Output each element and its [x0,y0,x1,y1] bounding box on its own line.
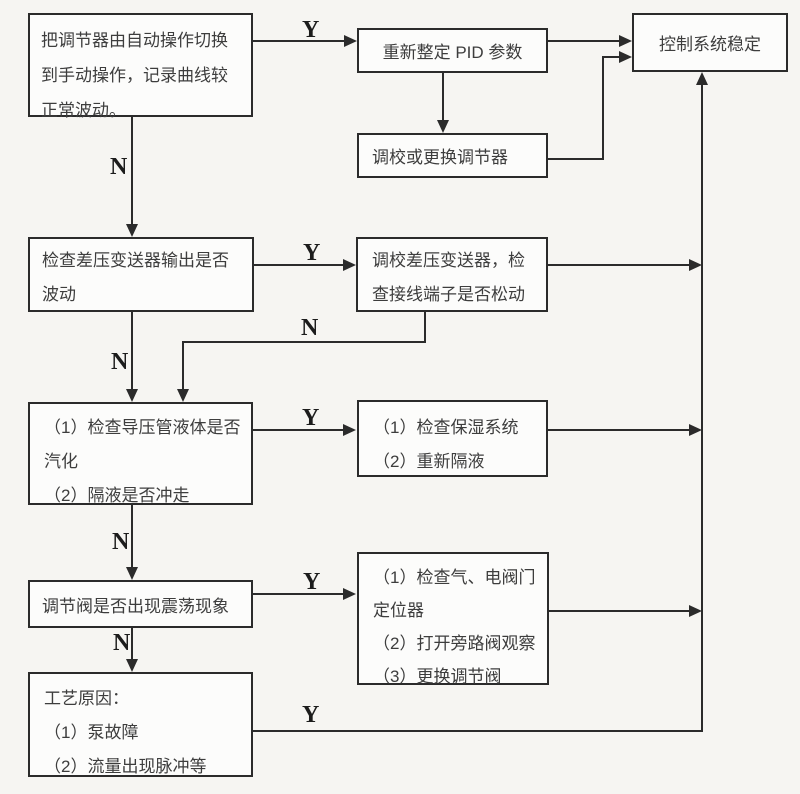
box-replace-controller-text: 调校或更换调节器 [372,148,508,167]
edge-line [548,264,690,266]
edge-line [602,56,621,58]
label-yes-2: Y [303,240,321,266]
arrowhead-right-icon [689,605,702,617]
arrowhead-down-icon [177,389,189,402]
arrowhead-right-icon [344,35,357,47]
label-yes-3: Y [302,405,320,431]
arrowhead-down-icon [126,389,138,402]
edge-line [253,730,703,732]
box-check-heat-system-text: （1）检查保湿系统 [373,418,519,437]
edge-line [602,56,604,160]
box-check-impulse-line-text: （1）检查导压管液体是否 [44,418,241,437]
edge-line [182,343,184,390]
edge-line [253,593,344,595]
edge-line [131,505,133,568]
box-retune-pid-text: 重新整定 PID 参数 [382,43,523,62]
arrowhead-down-icon [126,567,138,580]
label-no-1: N [110,154,128,180]
box-retune-pid: 重新整定 PID 参数 [357,28,548,73]
edge-line [549,610,690,612]
label-no-5: N [113,630,131,656]
box-check-transmitter: 检查差压变送器输出是否 波动 [28,237,254,312]
label-no-2: N [301,315,319,341]
arrowhead-down-icon [437,120,449,133]
label-yes-5: Y [302,702,320,728]
edge-line [182,341,426,343]
edge-line [442,73,444,121]
label-no-4: N [112,529,130,555]
box-start-text: 把调节器由自动操作切换 [41,31,228,50]
arrowhead-down-icon [126,659,138,672]
edge-line [253,40,346,42]
box-calibrate-transmitter-text: 调校差压变送器，检 [372,251,525,270]
label-yes-1: Y [302,17,320,43]
edge-line [254,264,344,266]
edge-line [548,429,690,431]
edge-line [424,312,426,343]
arrowhead-right-icon [343,259,356,271]
box-replace-controller: 调校或更换调节器 [357,133,548,178]
edge-line [253,429,344,431]
arrowhead-right-icon [689,424,702,436]
label-no-3: N [111,349,129,375]
arrowhead-right-icon [343,588,356,600]
box-process-cause-text: 工艺原因： [44,689,129,708]
edge-line [548,40,621,42]
arrowhead-up-icon [696,72,708,85]
label-yes-4: Y [303,569,321,595]
edge-line [548,158,604,160]
box-valve-oscillation: 调节阀是否出现震荡现象 [28,580,253,628]
arrowhead-right-icon [619,51,632,63]
edge-line [131,117,133,225]
edge-line [131,628,133,660]
edge-line [131,312,133,390]
box-valve-actions: （1）检查气、电阀门 定位器 （2）打开旁路阀观察 （3）更换调节阀 [357,552,549,686]
box-process-cause: 工艺原因： （1）泵故障 （2）流量出现脉冲等 [28,672,253,777]
edge-trunk-line [701,85,703,732]
box-system-stable: 控制系统稳定 [632,13,788,72]
arrowhead-right-icon [343,424,356,436]
arrowhead-right-icon [689,259,702,271]
box-calibrate-transmitter: 调校差压变送器，检 查接线端子是否松动 [356,237,548,312]
box-valve-actions-text: （1）检查气、电阀门 [373,568,536,587]
box-start: 把调节器由自动操作切换 到手动操作，记录曲线较 正常波动。 [28,13,253,120]
box-valve-oscillation-text: 调节阀是否出现震荡现象 [42,596,229,616]
box-check-transmitter-text: 检查差压变送器输出是否 [42,251,229,270]
box-check-heat-system: （1）检查保湿系统 （2）重新隔液 [357,400,548,477]
arrowhead-down-icon [126,224,138,237]
box-check-impulse-line: （1）检查导压管液体是否 汽化 （2）隔液是否冲走 [28,402,253,505]
box-system-stable-text: 控制系统稳定 [659,35,761,54]
arrowhead-right-icon [619,35,632,47]
